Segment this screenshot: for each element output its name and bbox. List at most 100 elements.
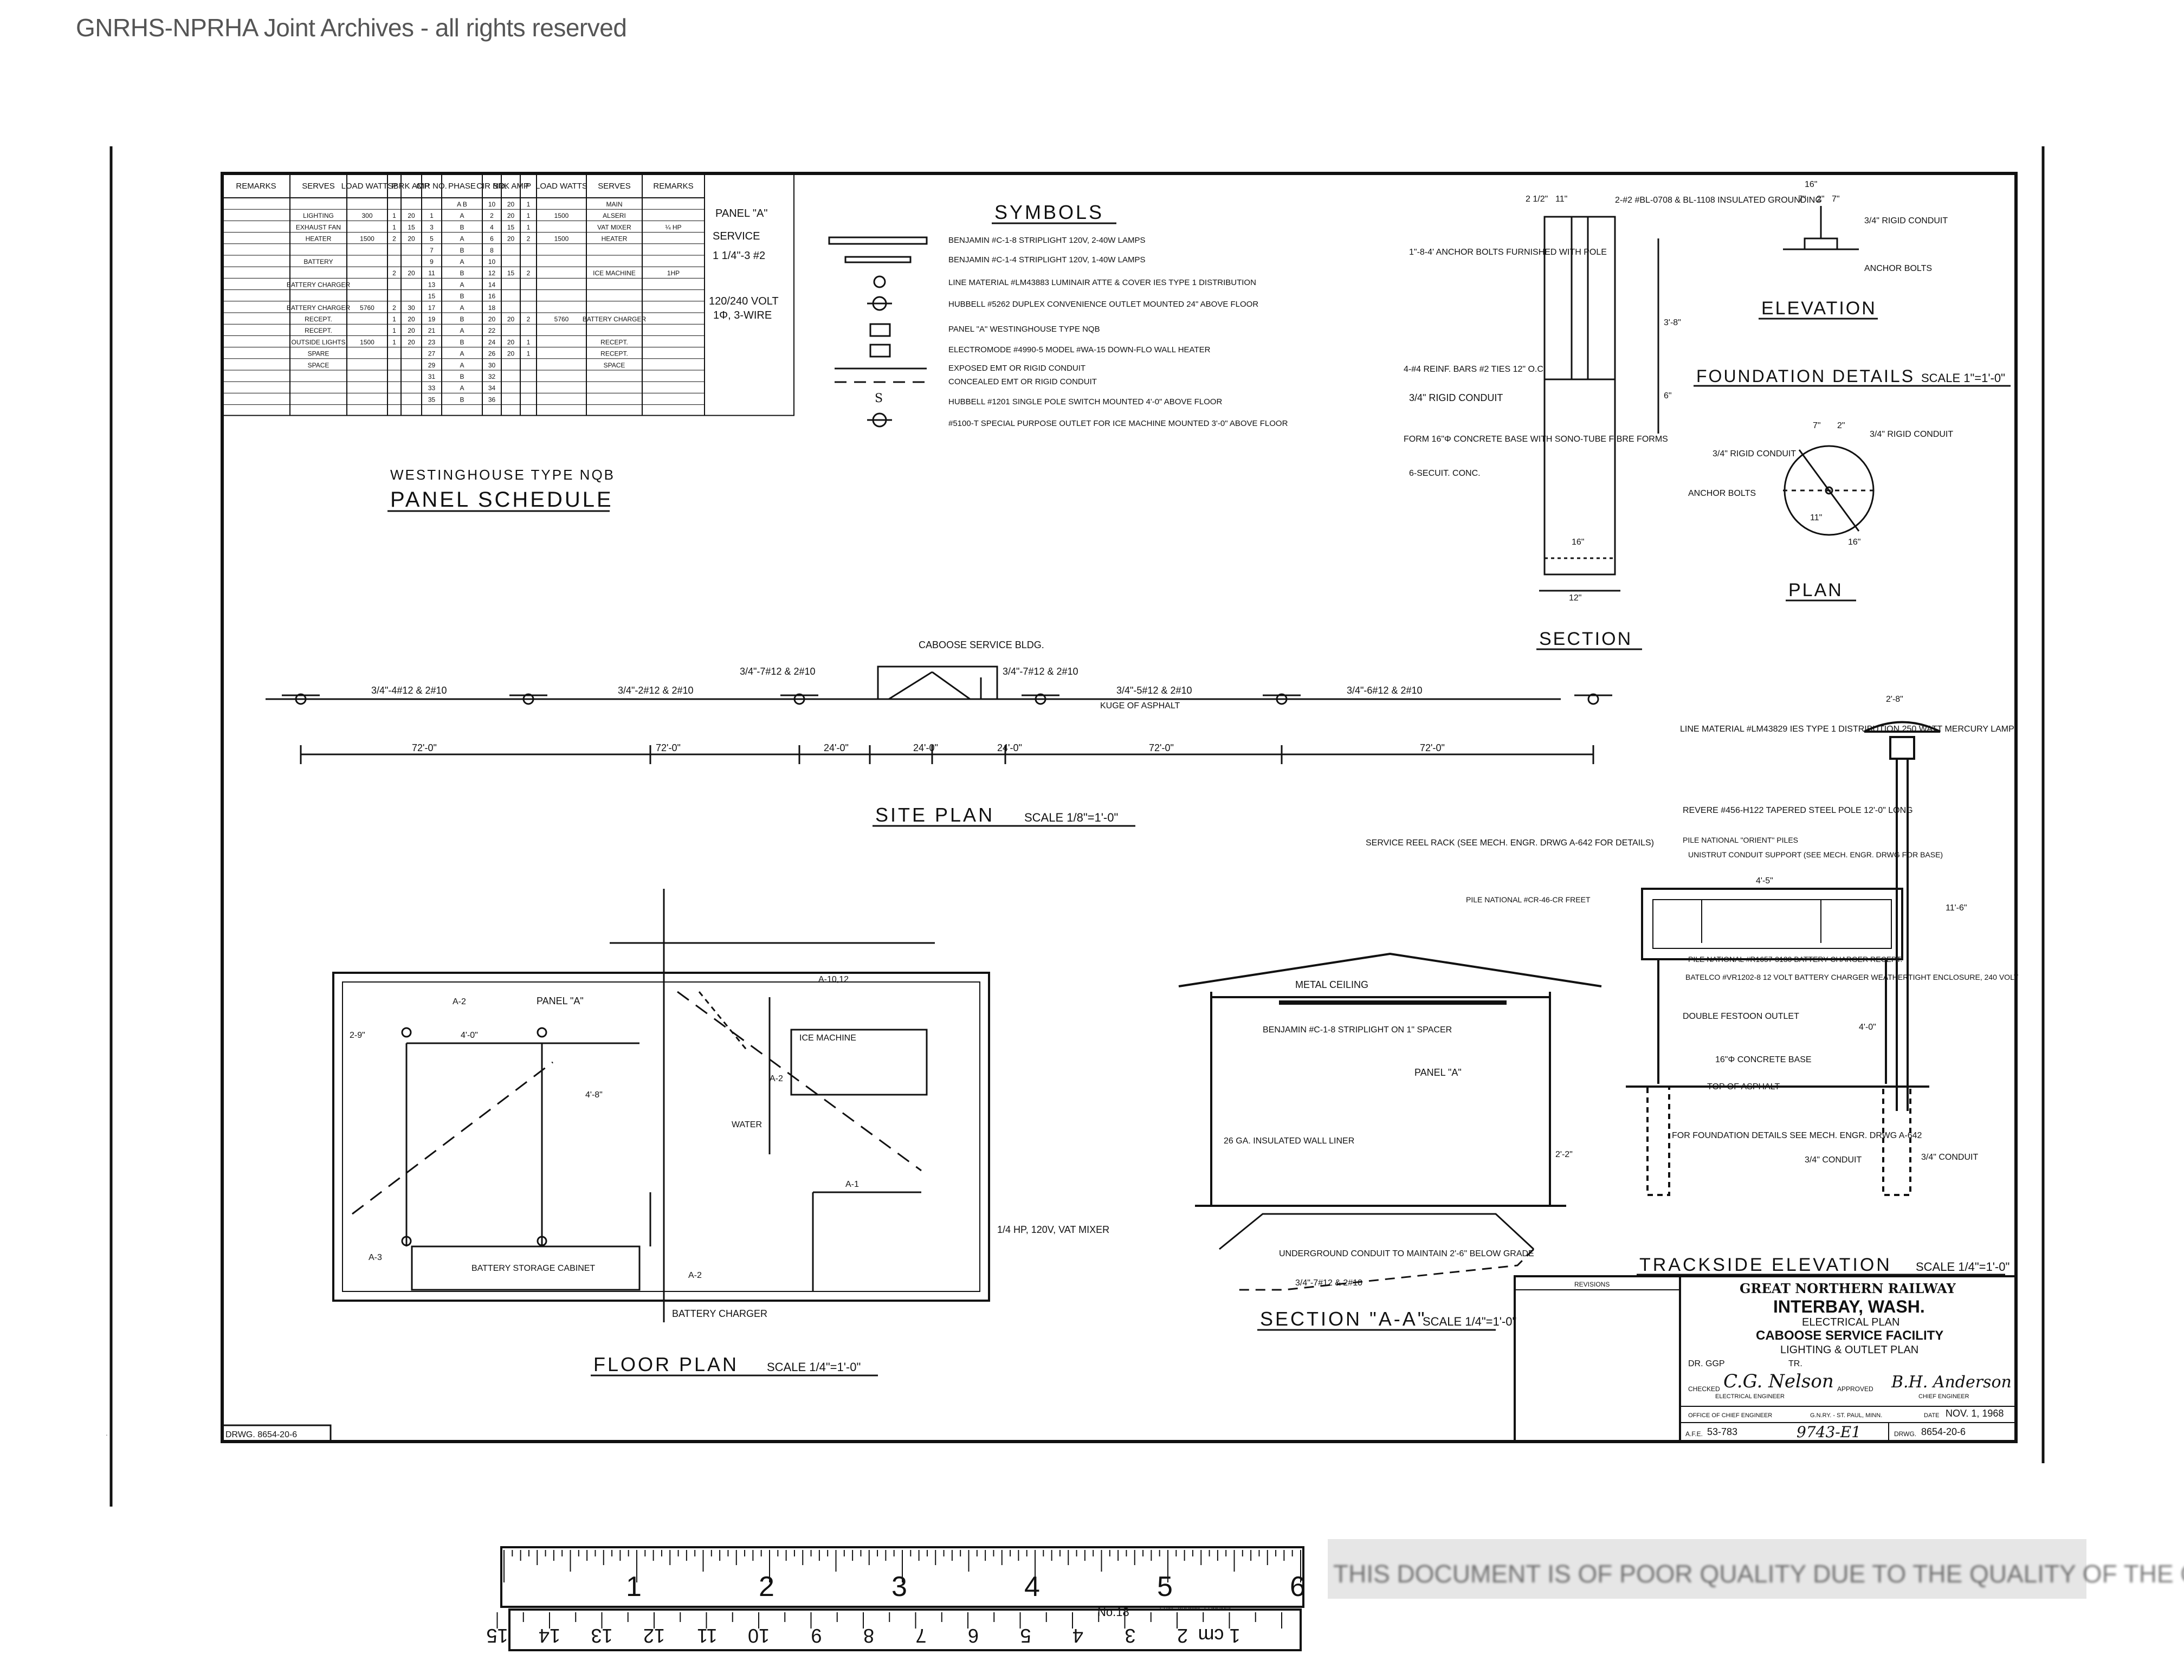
svg-text:12": 12" (1569, 593, 1581, 603)
luminaire-symbol (873, 275, 886, 288)
svg-text:PILE NATIONAL "ORIENT" PILES: PILE NATIONAL "ORIENT" PILES (1683, 836, 1798, 844)
schedule-cell: 17 (428, 304, 436, 312)
svg-text:CHECKED: CHECKED (1688, 1385, 1720, 1393)
floor-plan: PANEL "A" ICE MACHINE BATTERY STORAGE CA… (332, 889, 1109, 1377)
schedule-cell: 35 (428, 396, 436, 403)
svg-text:CHIEF ENGINEER: CHIEF ENGINEER (1918, 1393, 1969, 1400)
floor-plan-labels: PANEL "A" ICE MACHINE BATTERY STORAGE CA… (350, 975, 1109, 1319)
schedule-header: CIR NO. (476, 182, 507, 191)
svg-text:6-SECUIT. CONC.: 6-SECUIT. CONC. (1409, 469, 1481, 478)
svg-text:4-#4 REINF. BARS #2 TIES 12" O: 4-#4 REINF. BARS #2 TIES 12" O.C. (1404, 365, 1546, 374)
schedule-cell: 20 (507, 338, 515, 346)
svg-text:C.G. Nelson: C.G. Nelson (1723, 1371, 1834, 1392)
schedule-cell: 1 (392, 315, 396, 323)
schedule-cell: B (460, 315, 464, 323)
svg-text:DRWG. 8654-20-6: DRWG. 8654-20-6 (225, 1430, 297, 1439)
svg-text:72'-0": 72'-0" (412, 742, 437, 753)
svg-text:UNISTRUT CONDUIT SUPPORT (SEE: UNISTRUT CONDUIT SUPPORT (SEE MECH. ENGR… (1688, 850, 1943, 859)
svg-text:OFFICE OF CHIEF ENGINEER: OFFICE OF CHIEF ENGINEER (1688, 1412, 1772, 1419)
schedule-cell: BATTERY CHARGER (287, 281, 351, 288)
symbols-legend: SYMBOLS S BENJAMIN #C-1-8 STRIPLIGHT 120… (828, 201, 1288, 428)
schedule-cell: BATTERY CHARGER (287, 304, 351, 312)
schedule-cell: 7 (430, 247, 434, 254)
schedule-cell: 1 (527, 201, 531, 208)
svg-text:TR.: TR. (1788, 1359, 1802, 1368)
symbol-description: BENJAMIN #C-1-4 STRIPLIGHT 120V, 1-40W L… (948, 255, 1145, 264)
svg-text:3/4"-7#12 & 2#10: 3/4"-7#12 & 2#10 (740, 666, 816, 677)
schedule-cell: 24 (488, 338, 496, 346)
schedule-cell: 2 (392, 304, 396, 312)
svg-text:DOUBLE FESTOON OUTLET: DOUBLE FESTOON OUTLET (1683, 1012, 1799, 1021)
svg-text:BATELCO #VR1202-8 12 VOLT BATT: BATELCO #VR1202-8 12 VOLT BATTERY CHARGE… (1685, 973, 2019, 981)
svg-text:KUGE OF ASPHALT: KUGE OF ASPHALT (1100, 701, 1180, 710)
schedule-cell: SPARE (308, 350, 329, 358)
svg-text:3/4"-6#12 & 2#10: 3/4"-6#12 & 2#10 (1347, 685, 1423, 696)
title-block: REVISIONS GREAT NORTHERN RAILWAY INTERBA… (1514, 1275, 2017, 1443)
foundation-details-heading: FOUNDATION DETAILS SCALE 1"=1'-0" (1694, 366, 2011, 387)
schedule-cell: 9 (430, 258, 434, 266)
schedule-cell: 1 (527, 338, 531, 346)
ruler-cm-label: 2 (1177, 1625, 1188, 1647)
svg-text:CABOOSE SERVICE FACILITY: CABOOSE SERVICE FACILITY (1756, 1328, 1943, 1343)
schedule-cell: B (460, 338, 464, 346)
schedule-cell: 36 (488, 396, 496, 403)
schedule-cell: 32 (488, 373, 496, 380)
schedule-cell: A (460, 281, 464, 288)
schedule-cell: RECEPT. (305, 315, 332, 323)
schedule-cell: 31 (428, 373, 436, 380)
schedule-cell: MAIN (606, 201, 623, 208)
svg-text:16": 16" (1572, 538, 1584, 547)
schedule-cell: 11 (428, 269, 435, 277)
symbol-description: HUBBELL #5262 DUPLEX CONVENIENCE OUTLET … (948, 300, 1258, 309)
svg-text:LINE MATERIAL #LM43829 IES TYP: LINE MATERIAL #LM43829 IES TYPE 1 DISTRI… (1680, 725, 2014, 734)
schedule-cell: B (460, 269, 464, 277)
svg-text:UNDERGROUND CONDUIT TO MAINTAI: UNDERGROUND CONDUIT TO MAINTAIN 2'-6" BE… (1279, 1249, 1534, 1258)
site-plan-title: SITE PLAN (875, 804, 994, 826)
ruler-cm-label: 5 (1020, 1625, 1031, 1647)
elevation-title: ELEVATION (1761, 298, 1877, 319)
svg-text:3/4"-2#12 & 2#10: 3/4"-2#12 & 2#10 (618, 685, 694, 696)
ruler-inch-label: 5 (1157, 1571, 1173, 1603)
schedule-cell: 20 (507, 235, 515, 243)
svg-text:DATE: DATE (1924, 1412, 1940, 1419)
svg-text:53-783: 53-783 (1707, 1426, 1737, 1437)
schedule-cell: A (460, 235, 464, 243)
schedule-cell: 1 (430, 212, 434, 219)
symbol-description: BENJAMIN #C-1-8 STRIPLIGHT 120V, 2-40W L… (948, 236, 1145, 245)
schedule-cell: A (460, 258, 464, 266)
schedule-cell: 23 (428, 338, 436, 346)
schedule-cell: 14 (488, 281, 496, 288)
schedule-cell: HEATER (602, 235, 628, 243)
svg-text:METAL CEILING: METAL CEILING (1295, 979, 1368, 990)
schedule-cell: 2 (392, 235, 396, 243)
schedule-header: P (391, 182, 397, 191)
svg-text:2-#2 #BL-0708 & BL-1108 INSULA: 2-#2 #BL-0708 & BL-1108 INSULATED GROUND… (1615, 196, 1822, 205)
schedule-cell: RECEPT. (305, 327, 332, 334)
svg-text:24'-0": 24'-0" (824, 742, 849, 753)
svg-text:11": 11" (1810, 513, 1822, 522)
svg-text:A-2: A-2 (688, 1271, 702, 1280)
panel-label: PANEL "A" (715, 208, 767, 219)
service-label: SERVICE (713, 230, 760, 242)
svg-text:BENJAMIN #C-1-8 STRIPLIGHT ON: BENJAMIN #C-1-8 STRIPLIGHT ON 1" SPACER (1263, 1025, 1452, 1035)
schedule-cell: 13 (428, 281, 436, 288)
schedule-header: BRK AMP (493, 182, 529, 191)
svg-text:SERVICE REEL RACK (SEE MECH. E: SERVICE REEL RACK (SEE MECH. ENGR. DRWG … (1366, 838, 1654, 848)
svg-text:4'-0": 4'-0" (1859, 1023, 1876, 1032)
svg-text:REVERE #456-H122 TAPERED STEEL: REVERE #456-H122 TAPERED STEEL POLE 12'-… (1683, 806, 1913, 815)
schedule-cell: 3 (430, 223, 434, 231)
phase-wire-label: 1Φ, 3-WIRE (713, 309, 772, 321)
site-plan: CABOOSE SERVICE BLDG. 3/4"-4#12 & 2#10 3… (266, 639, 1612, 827)
schedule-header: P (526, 182, 531, 191)
schedule-cell: 1 (392, 338, 396, 346)
svg-text:ICE MACHINE: ICE MACHINE (799, 1033, 856, 1043)
schedule-header: REMARKS (236, 182, 276, 191)
symbol-description: #5100-T SPECIAL PURPOSE OUTLET FOR ICE M… (948, 419, 1288, 428)
switch-symbol: S (875, 392, 883, 405)
voltage-label: 120/240 VOLT (709, 295, 779, 307)
schedule-cell: ¼ HP (665, 223, 681, 231)
schedule-cell: 8 (490, 247, 494, 254)
svg-text:3/4" RIGID CONDUIT: 3/4" RIGID CONDUIT (1864, 216, 1948, 225)
svg-text:ANCHOR BOLTS: ANCHOR BOLTS (1688, 489, 1756, 498)
ruler-cm-label: 7 (915, 1625, 926, 1647)
